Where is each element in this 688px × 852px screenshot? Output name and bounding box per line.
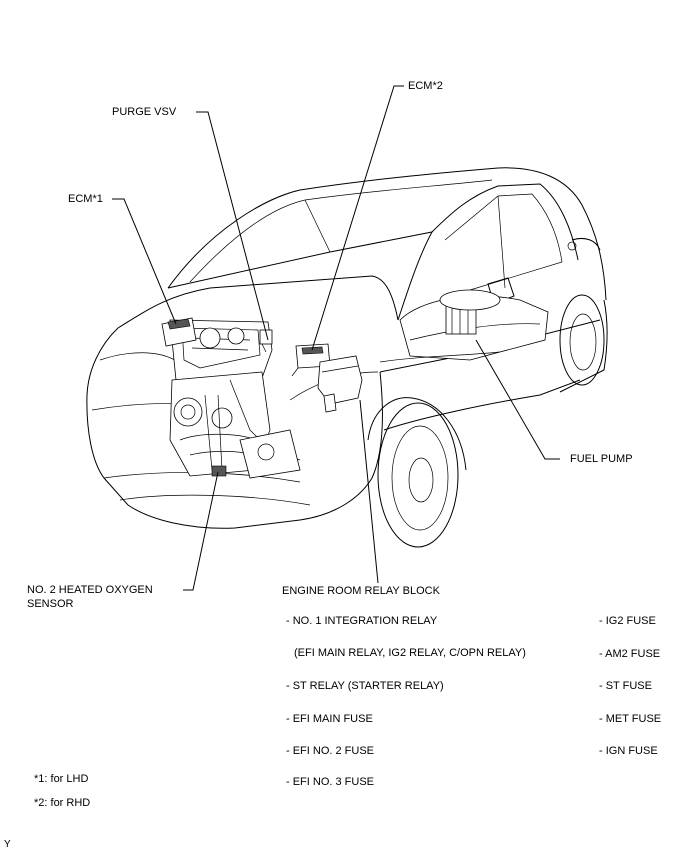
leader-lines (112, 85, 560, 591)
fuel-pump-label: FUEL PUMP (570, 453, 633, 465)
ecm1-component (161, 317, 197, 347)
fuse-item: - ST FUSE (599, 680, 652, 692)
purge-vsv-component (259, 329, 273, 353)
footnote-rhd: *2: for RHD (34, 797, 91, 809)
corner-mark: Y (4, 839, 11, 850)
fuel-tank-pump (379, 289, 549, 363)
relay-item: - NO. 1 INTEGRATION RELAY (286, 615, 438, 627)
fuse-item: - EFI NO. 2 FUSE (286, 745, 375, 757)
ecm1-label: ECM*1 (68, 193, 103, 205)
fuse-item: - IGN FUSE (599, 745, 658, 757)
oxygen-sensor-label-line2: SENSOR (27, 598, 74, 610)
fuse-item: - MET FUSE (599, 713, 662, 725)
relay-item: - ST RELAY (STARTER RELAY) (286, 680, 444, 692)
car-body-outline (86, 167, 608, 548)
relay-item: (EFI MAIN RELAY, IG2 RELAY, C/OPN RELAY) (294, 647, 526, 659)
fuse-item: - EFI MAIN FUSE (286, 713, 373, 725)
footnote-lhd: *1: for LHD (34, 773, 89, 785)
fuse-item: - AM2 FUSE (599, 648, 661, 660)
purge-vsv-label: PURGE VSV (112, 106, 177, 118)
oxygen-sensor-label-line1: NO. 2 HEATED OXYGEN (27, 584, 153, 596)
relay-block-component (317, 355, 363, 413)
ecm2-label: ECM*2 (408, 80, 443, 92)
relay-block-label: ENGINE ROOM RELAY BLOCK (282, 585, 440, 597)
engine-assembly (169, 319, 301, 479)
fuse-item: - EFI NO. 3 FUSE (286, 776, 375, 788)
fuse-item: - IG2 FUSE (599, 615, 656, 627)
oxygen-sensor-component (211, 465, 227, 477)
